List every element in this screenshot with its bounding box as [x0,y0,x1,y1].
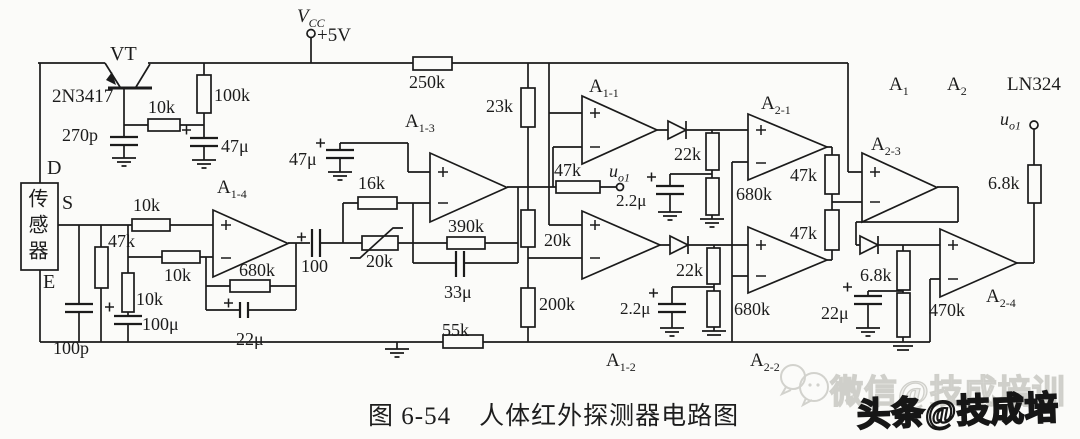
cap-polarity-marks [105,125,852,312]
ground-symbols [112,157,913,358]
label-c100-couple: 100 [301,256,328,276]
label-a24: A2-4 [986,286,1016,310]
label-r10k-s: 10k [133,195,160,215]
label-a21: A2-1 [761,93,791,117]
label-r470k: 470k [929,300,965,320]
label-a23: A2-3 [871,134,901,158]
label-uo1-mid: uo1 [609,161,630,185]
label-c22u-det: 22μ [821,303,849,323]
label-r55k: 55k [442,320,469,340]
label-2n3417: 2N3417 [52,86,114,107]
diode-symbols [667,119,880,256]
label-vt: VT [110,43,137,65]
resistor-bodies [94,56,1042,349]
label-r47k-uo1: 47k [554,160,581,180]
label-c47u-bias: 47μ [221,136,249,156]
label-r250k: 250k [409,72,445,92]
label-r16k: 16k [358,173,385,193]
label-r47k-b: 47k [790,223,817,243]
label-c2u2-b: 2.2μ [620,299,651,318]
sensor-box [20,182,59,271]
wires [38,38,1035,349]
label-a1: A1 [889,74,909,98]
label-r200k: 200k [539,294,575,314]
label-r10k-base: 10k [148,97,175,117]
label-r22k-b: 22k [676,260,703,280]
label-r6k8-out: 6.8k [988,173,1020,193]
label-supply-5v: +5V [317,25,351,46]
label-sensor-name: 传感器 [25,188,47,266]
label-rt20k: 20k [366,251,393,271]
label-pin-d: D [47,157,62,179]
figure-number: 图 6-54 [368,403,452,430]
label-c22u-a14: 22μ [236,329,264,349]
label-r680k-a14: 680k [239,260,275,280]
label-vcc: VCC [297,6,325,30]
label-r6k8-det: 6.8k [860,265,892,285]
label-r10k-inv: 10k [164,265,191,285]
label-r100k: 100k [214,85,250,105]
figure-caption: 图 6-54 人体红外探测器电路图 [368,396,739,432]
watermark-wechat: 微信@技成培训 [829,374,1066,411]
label-r390k: 390k [448,216,484,236]
opamp-symbols [212,94,1020,299]
label-r680k-a: 680k [736,184,772,204]
label-c47u-ref: 47μ [289,149,317,169]
label-r23k: 23k [486,96,513,116]
label-c100p: 100p [53,338,89,358]
label-uo1-right: uo1 [1000,109,1021,133]
label-c2u2-a: 2.2μ [616,191,647,210]
label-a14: A1-4 [217,177,247,201]
label-pin-s: S [62,192,74,214]
label-c100u: 100μ [142,314,179,334]
label-a12: A1-2 [606,350,636,374]
watermark-toutiao: 头条@技成培训 [856,390,1061,435]
thermistor-strike [350,227,403,259]
opamp-input-signs [221,108,958,280]
label-a13: A1-3 [405,111,435,135]
capacitor-plates [65,135,882,326]
label-r47k-a: 47k [790,165,817,185]
transistor-vt-symbol [104,62,152,90]
terminal-circles [306,28,1039,192]
label-a22: A2-2 [750,350,780,374]
label-c270p: 270p [62,125,98,145]
label-c33u: 33μ [444,282,472,302]
figure-title: 人体红外探测器电路图 [479,403,740,430]
label-r680k-b: 680k [734,299,770,319]
label-pin-e: E [43,271,56,293]
label-a2: A2 [947,74,967,98]
label-r22k-a: 22k [674,144,701,164]
label-r10k-div: 10k [136,289,163,309]
label-a11: A1-1 [589,76,619,100]
label-r20k-chain: 20k [544,230,571,250]
label-ln324: LN324 [1007,74,1061,95]
label-r47k-s: 47k [108,231,135,251]
wechat-bubbles-icon [779,364,829,408]
